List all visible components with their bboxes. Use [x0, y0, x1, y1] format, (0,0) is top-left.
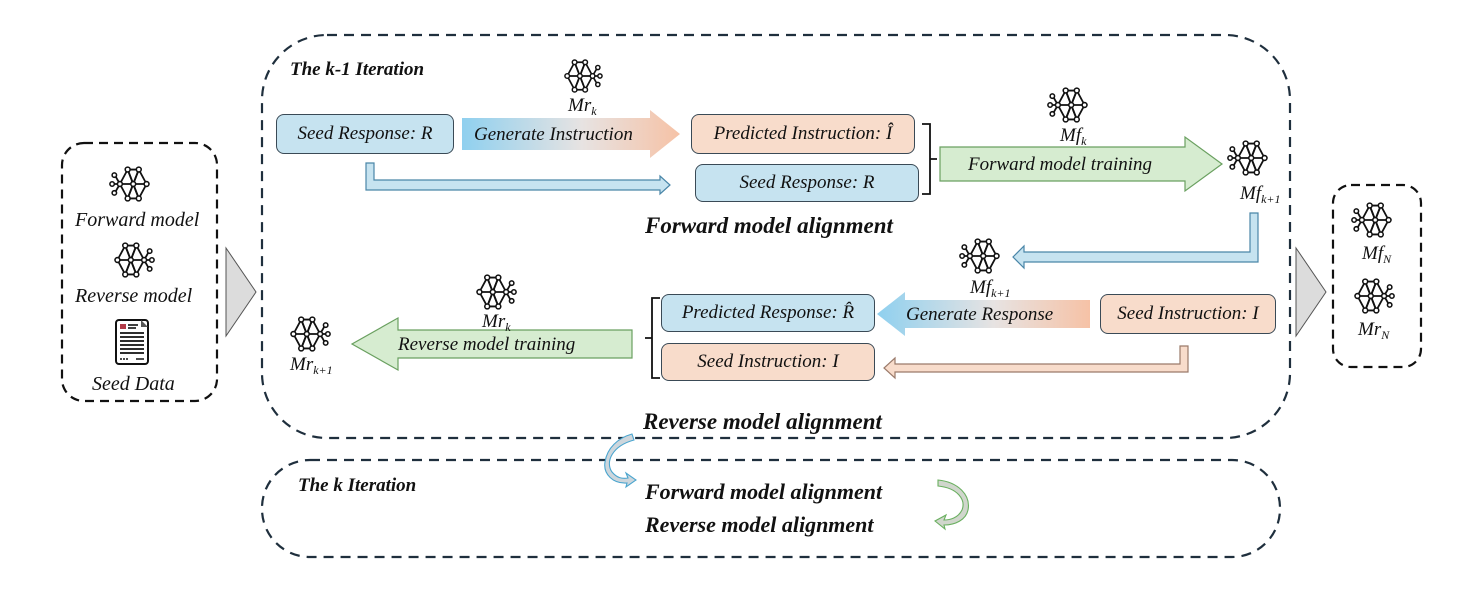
seed-instruction-box: Seed Instruction: I	[1100, 294, 1276, 334]
flow-triangle-right	[1295, 246, 1327, 338]
transition-curve-arrow-blue	[604, 433, 637, 489]
iteration-k-reverse-step: Reverse model alignment	[645, 512, 874, 537]
forward-pair-bracket	[922, 123, 937, 195]
mf-n-label: MfN	[1362, 243, 1392, 266]
forward-training-label: Forward model training	[968, 154, 1153, 175]
output-panel-border	[1331, 183, 1423, 369]
mf-k-training-label: Mfk	[1060, 125, 1087, 148]
generate-response-label: Generate Response	[906, 304, 1054, 325]
seed-response-copy-arrow	[365, 162, 671, 196]
forward-alignment-label: Forward model alignment	[645, 213, 893, 238]
forward-model-label: Forward model	[75, 209, 200, 231]
seed-instruction-copy-arrow	[883, 345, 1189, 380]
iteration-k-border	[260, 458, 1282, 559]
reverse-pair-bracket	[645, 297, 660, 379]
mr-k-training-icon	[476, 274, 518, 310]
mf-n-icon	[1350, 200, 1396, 240]
mf-k-plus-1-output-label: Mfk+1	[1240, 183, 1281, 206]
predicted-instruction-box: Predicted Instruction: Î	[691, 114, 915, 154]
transition-curve-arrow-green	[934, 479, 969, 531]
iteration-k-forward-step: Forward model alignment	[645, 479, 883, 504]
generate-response-arrow	[877, 292, 1090, 336]
reverse-training-arrow	[350, 316, 633, 372]
mf-k-plus-1-generator-label: Mfk+1	[970, 277, 1011, 300]
seed-instruction-copy-box: Seed Instruction: I	[661, 343, 875, 381]
generate-instruction-label: Generate Instruction	[474, 124, 633, 145]
mf-k-training-icon	[1046, 85, 1092, 125]
reverse-alignment-label: Reverse model alignment	[643, 409, 882, 434]
seed-data-document-icon	[115, 319, 149, 365]
iteration-k-minus-1-title: The k-1 Iteration	[290, 59, 425, 80]
reverse-training-label: Reverse model training	[398, 334, 576, 355]
mr-k-generator-label: Mrk	[568, 95, 597, 118]
mr-n-label: MrN	[1358, 319, 1390, 342]
reverse-model-icon	[114, 242, 156, 278]
mf-k-plus-1-return-arrow	[1012, 212, 1259, 270]
forward-training-arrow	[939, 135, 1224, 193]
mr-n-icon	[1354, 278, 1396, 314]
iteration-k-title: The k Iteration	[298, 475, 417, 496]
mf-k-plus-1-output-icon	[1226, 138, 1272, 178]
seed-data-label: Seed Data	[92, 373, 175, 395]
forward-model-icon	[108, 164, 154, 204]
mf-k-plus-1-generator-icon	[958, 236, 1004, 276]
mr-k-plus-1-output-icon	[290, 316, 332, 352]
seed-response-copy-box: Seed Response: R	[695, 164, 919, 202]
mr-k-training-label: Mrk	[482, 311, 511, 334]
generate-instruction-arrow	[462, 110, 680, 158]
input-panel-border	[60, 141, 219, 403]
iteration-k-minus-1-border	[260, 33, 1292, 440]
seed-response-box: Seed Response: R	[276, 114, 454, 154]
predicted-response-box: Predicted Response: R̂	[661, 294, 875, 332]
reverse-model-label: Reverse model	[75, 285, 193, 307]
mr-k-generator-icon	[564, 59, 603, 93]
flow-triangle-left	[225, 246, 257, 338]
mr-k-plus-1-output-label: Mrk+1	[290, 354, 333, 377]
